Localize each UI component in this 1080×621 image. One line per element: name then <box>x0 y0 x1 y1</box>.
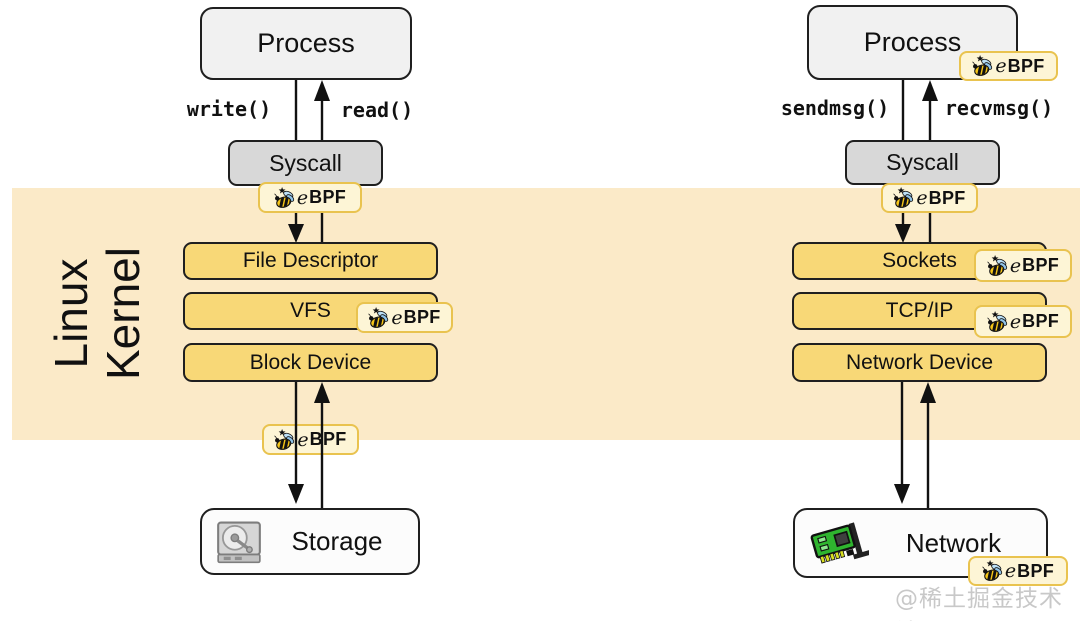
hard-disk-icon <box>216 520 262 564</box>
ebpf-label-bpf: BPF <box>309 429 347 449</box>
right-process-box: Process <box>807 5 1018 80</box>
network-card-icon <box>809 519 869 571</box>
right-recvmsg-call-label: recvmsg() <box>944 96 1054 120</box>
bee-icon <box>987 255 1009 277</box>
ebpf-label-e: e <box>296 186 309 209</box>
ebpf-label-bpf: BPF <box>1017 560 1055 581</box>
ebpf-label-bpf: BPF <box>1022 311 1060 331</box>
bee-icon <box>972 55 994 77</box>
left-layer-label: File Descriptor <box>242 249 379 272</box>
left-syscall-label: Syscall <box>269 149 342 176</box>
storage-label: Storage <box>291 526 383 556</box>
bee-icon <box>274 187 296 209</box>
bee-icon <box>987 311 1009 333</box>
ebpf-label-e: e <box>1009 310 1022 333</box>
right-layer-label: TCP/IP <box>885 299 954 322</box>
ebpf-label-e: e <box>995 55 1007 77</box>
left-process-box: Process <box>200 7 412 80</box>
ebpf-label-bpf: BPF <box>1007 55 1045 76</box>
ebpf-label-e: e <box>1004 560 1017 582</box>
left-layer-file-descriptor: File Descriptor <box>183 242 438 280</box>
right-syscall-box: Syscall <box>845 140 1000 185</box>
right-layer-label: Sockets <box>882 249 957 272</box>
right-process-label: Process <box>863 27 962 57</box>
left-layer-label: VFS <box>290 299 331 322</box>
right-layer-network-device: Network Device <box>792 343 1047 382</box>
ebpf-label-bpf: BPF <box>309 187 347 207</box>
bee-icon <box>368 307 390 329</box>
bee-icon <box>982 560 1004 582</box>
kernel-label-line1: Linux <box>44 259 97 369</box>
left-read-call-label: read() <box>340 98 414 122</box>
ebpf-label-e: e <box>391 306 403 329</box>
ebpf-label-bpf: BPF <box>1022 255 1060 275</box>
bee-icon <box>274 429 296 451</box>
left-syscall-box: Syscall <box>228 140 383 186</box>
ebpf-label-bpf: BPF <box>403 307 441 327</box>
bee-icon <box>893 187 915 209</box>
left-layer-label: Block Device <box>249 350 372 374</box>
storage-box: Storage <box>200 508 420 575</box>
left-write-call-label: write() <box>186 97 272 121</box>
kernel-label-line2: Kernel <box>96 247 148 381</box>
right-sendmsg-call-label: sendmsg() <box>780 96 890 120</box>
right-syscall-label: Syscall <box>886 149 959 175</box>
left-process-label: Process <box>257 28 355 58</box>
watermark: @稀土掘金技术社区 <box>895 586 1063 621</box>
ebpf-label-e: e <box>1009 254 1022 277</box>
ebpf-label-bpf: BPF <box>928 187 966 208</box>
left-layer-block-device: Block Device <box>183 343 438 382</box>
linux-kernel-label: Linux Kernel <box>12 188 182 440</box>
ebpf-label-e: e <box>297 428 309 451</box>
network-label: Network <box>905 527 1002 558</box>
ebpf-label-e: e <box>916 187 928 209</box>
right-layer-label: Network Device <box>845 350 994 374</box>
